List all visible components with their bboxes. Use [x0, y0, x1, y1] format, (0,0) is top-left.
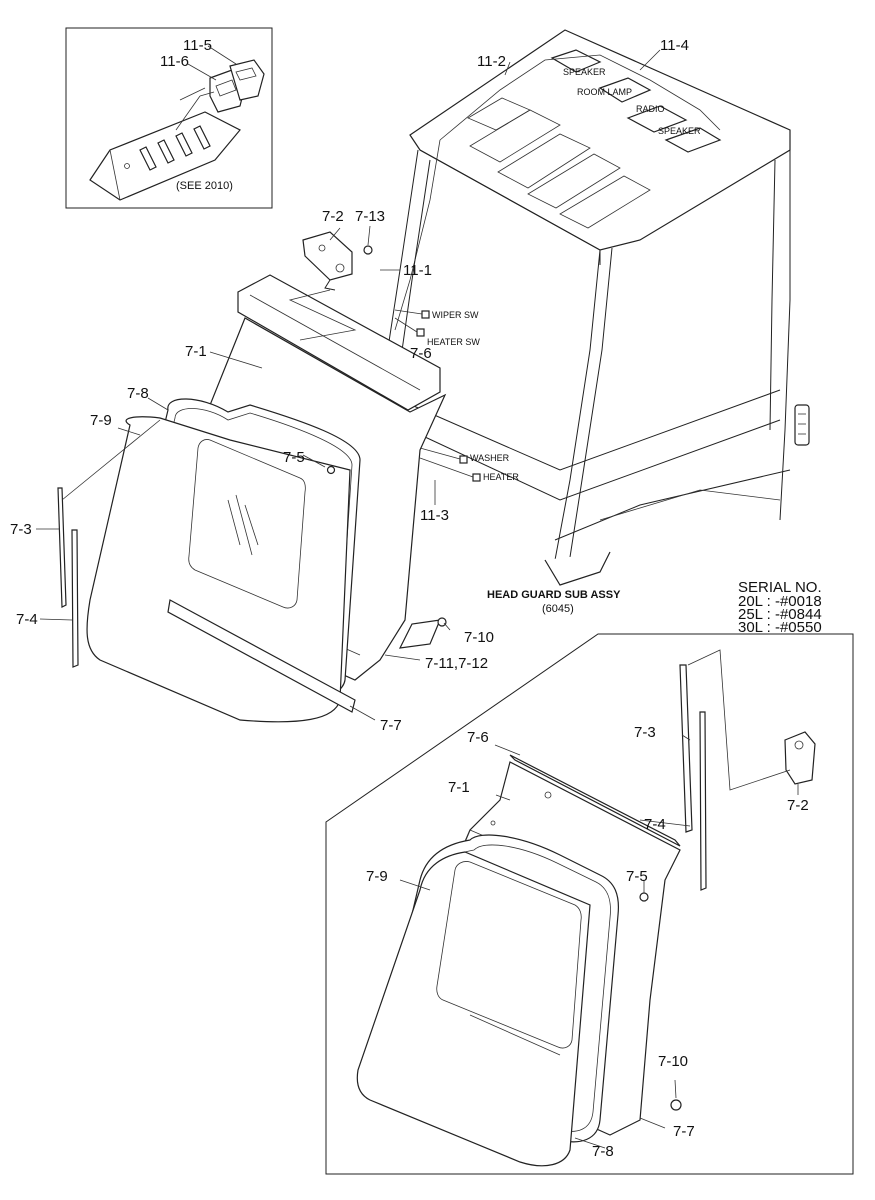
inset-caption: (SEE 2010) — [176, 180, 233, 192]
label-heater-sw: HEATER SW — [427, 337, 480, 347]
callout-b-7-8: 7-8 — [592, 1143, 614, 1160]
callouts-top: 11-2 11-4 7-2 7-13 11-1 7-1 7-6 7-8 7-9 … — [10, 37, 689, 734]
bolt-7-13 — [363, 245, 373, 255]
callout-b-7-9: 7-9 — [366, 868, 388, 885]
callout-7-13: 7-13 — [355, 208, 385, 225]
label-heater: HEATER — [483, 472, 519, 482]
callout-b-7-4: 7-4 — [644, 816, 666, 833]
serial-title: SERIAL NO. — [738, 579, 822, 596]
bolt-7-10 — [437, 617, 447, 627]
callout-7-3: 7-3 — [10, 521, 32, 538]
heater-sw-connector — [416, 328, 425, 337]
callout-7-2: 7-2 — [322, 208, 344, 225]
label-wiper-sw: WIPER SW — [432, 310, 479, 320]
roof-panel — [409, 29, 791, 251]
detail-frame — [325, 633, 854, 1175]
clamp-7-11 — [398, 619, 441, 649]
callout-7-4: 7-4 — [16, 611, 38, 628]
window-opening-b — [436, 861, 582, 1049]
top-strip-7-6 — [237, 274, 441, 411]
callout-b-7-10: 7-10 — [658, 1053, 688, 1070]
callout-7-1: 7-1 — [185, 343, 207, 360]
harness-11-2 — [439, 54, 721, 141]
harness-11-1 — [394, 139, 441, 331]
speaker-left — [550, 49, 602, 73]
switch-inset: 11-5 11-6 (SEE 2010) — [65, 27, 273, 209]
serial-line-25l: 25L : -#0844 — [738, 606, 822, 623]
mount-bracket — [544, 551, 611, 586]
head-guard-ref: (6045) — [542, 603, 574, 615]
glass-7-9-b — [356, 851, 591, 1167]
wiper-blade-7-4-b — [699, 711, 707, 891]
wiper-motor-7-2-b — [784, 731, 816, 785]
callout-b-7-6: 7-6 — [467, 729, 489, 746]
callout-b-7-7: 7-7 — [673, 1123, 695, 1140]
wiper-arm-7-3-b — [679, 664, 693, 833]
washer-connector — [459, 455, 468, 464]
serial-line-30l: 30L : -#0550 — [738, 619, 822, 636]
glass-7-9 — [86, 416, 351, 723]
callout-b-7-5: 7-5 — [626, 868, 648, 885]
wiper-sw-connector — [421, 310, 430, 319]
bottom-strip-7-7 — [167, 599, 356, 713]
inset-frame — [65, 27, 273, 209]
wiper-motor-7-2 — [302, 231, 353, 281]
label-speaker-2: SPEAKER — [658, 126, 701, 136]
label-washer: WASHER — [470, 453, 510, 463]
callout-7-6: 7-6 — [410, 345, 432, 362]
speaker-right — [664, 127, 722, 153]
rocker-switch-11-5 — [229, 59, 265, 101]
lower-detail — [325, 633, 854, 1175]
callouts-bottom: 7-6 7-3 7-1 7-4 7-2 7-9 7-5 7-10 7-7 7-8 — [366, 724, 809, 1160]
washer-nozzle-7-5-b — [639, 892, 649, 902]
callout-11-5: 11-5 — [183, 37, 212, 54]
callout-11-2: 11-2 — [477, 53, 506, 70]
callout-7-5: 7-5 — [283, 449, 305, 466]
wiper-arm-7-3 — [57, 487, 67, 608]
label-radio: RADIO — [636, 104, 665, 114]
callout-b-7-1: 7-1 — [448, 779, 470, 796]
switch-connectors: WIPER SW HEATER SW WASHER HEATER — [394, 309, 519, 482]
callout-7-10: 7-10 — [464, 629, 494, 646]
washer-nozzle-7-5 — [326, 465, 336, 475]
window-opening — [188, 439, 306, 609]
label-speaker-1: SPEAKER — [563, 67, 606, 77]
serial-line-20l: 20L : -#0018 — [738, 593, 822, 610]
callout-7-7: 7-7 — [380, 717, 402, 734]
head-guard-title: HEAD GUARD SUB ASSY — [487, 589, 621, 601]
side-vent — [794, 404, 810, 446]
callout-11-1: 11-1 — [403, 262, 432, 279]
callout-11-6: 11-6 — [160, 53, 189, 70]
callout-b-7-2: 7-2 — [787, 797, 809, 814]
callout-7-9: 7-9 — [90, 412, 112, 429]
top-strip-7-6-b — [509, 754, 681, 847]
room-lamp — [598, 77, 652, 103]
serial-block: SERIAL NO. 20L : -#0018 25L : -#0844 30L… — [738, 579, 822, 636]
callout-11-3: 11-3 — [420, 507, 449, 524]
upper-door-assembly — [36, 49, 661, 723]
bolt-7-10-b — [670, 1099, 682, 1111]
callout-b-7-3: 7-3 — [634, 724, 656, 741]
callout-11-4: 11-4 — [660, 37, 689, 54]
heater-connector — [472, 473, 481, 482]
callout-7-8: 7-8 — [127, 385, 149, 402]
callout-7-11-7-12: 7-11,7-12 — [425, 655, 488, 672]
label-room-lamp: ROOM LAMP — [577, 87, 632, 97]
wiper-blade-7-4 — [71, 529, 79, 668]
head-guard-frame: SPEAKER ROOM LAMP RADIO SPEAKER HEAD GUA… — [367, 29, 810, 615]
radio — [626, 105, 688, 133]
